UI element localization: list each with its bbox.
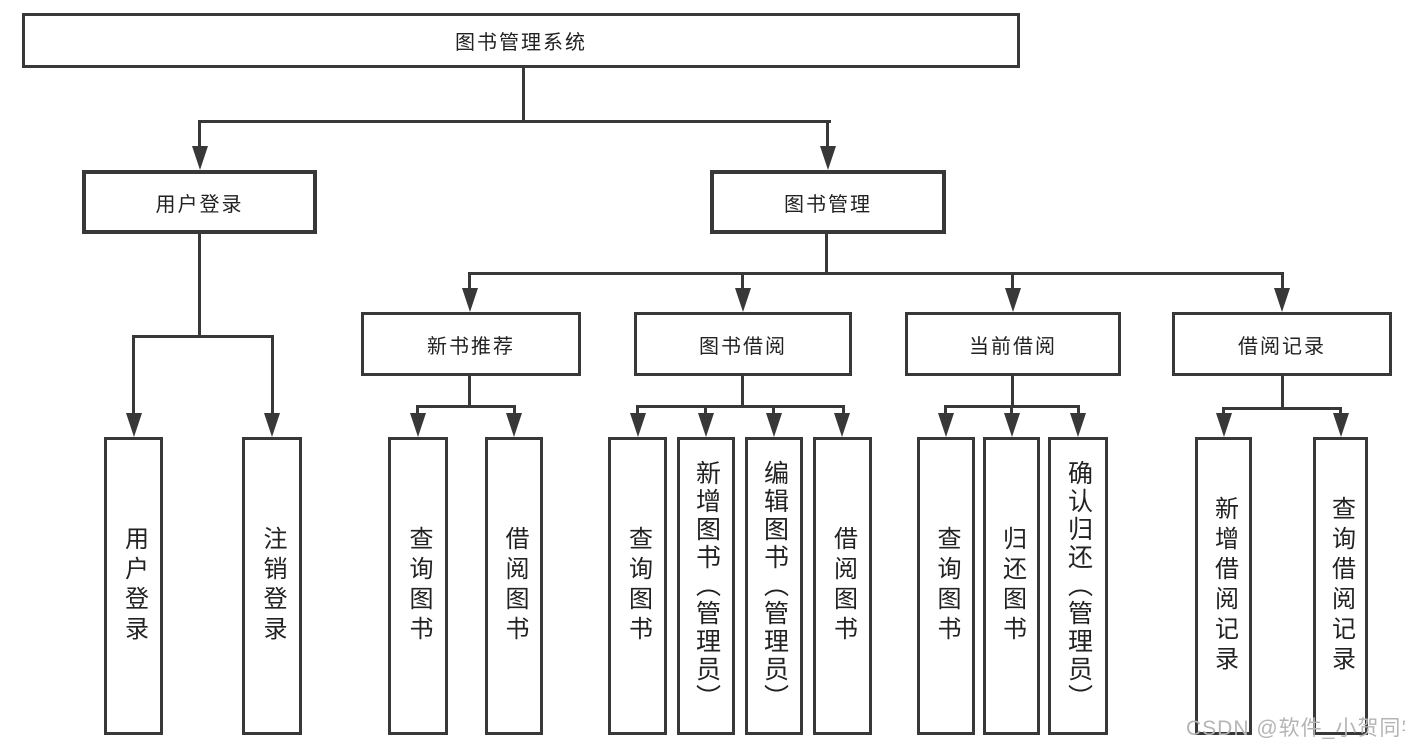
connector-arrowhead — [834, 413, 850, 437]
connector-arrowhead — [192, 146, 208, 170]
connector-arrowhead — [1070, 413, 1086, 437]
leaf-borrow-books-recommend: 借阅图书 — [485, 437, 543, 735]
connector-line — [522, 68, 525, 123]
node-book-borrow: 图书借阅 — [634, 312, 852, 376]
connector-line — [468, 272, 1284, 275]
node-root: 图书管理系统 — [22, 13, 1020, 68]
connector-arrowhead — [506, 413, 522, 437]
connector-line — [1222, 407, 1225, 415]
leaf-borrow-books-borrow: 借阅图书 — [813, 437, 872, 735]
connector-arrowhead — [1274, 288, 1290, 312]
connector-arrowhead — [410, 413, 426, 437]
connector-line — [416, 405, 516, 408]
connector-line — [826, 120, 829, 148]
connector-line — [1222, 407, 1342, 410]
leaf-query-borrow-record-label: 查询借阅记录 — [1327, 496, 1355, 676]
node-book-borrow-label: 图书借阅 — [699, 335, 787, 358]
connector-line — [1281, 272, 1284, 290]
leaf-edit-book-admin: 编辑图书（管理员） — [745, 437, 803, 735]
connector-line — [825, 234, 828, 275]
connector-arrowhead — [1005, 288, 1021, 312]
connector-line — [468, 272, 471, 290]
node-current-borrow-label: 当前借阅 — [969, 335, 1057, 358]
leaf-add-book-admin-label: 新增图书（管理员） — [692, 460, 721, 712]
leaf-logout: 注销登录 — [242, 437, 302, 735]
connector-arrowhead — [1333, 413, 1349, 437]
connector-line — [1281, 376, 1284, 410]
leaf-add-borrow-record: 新增借阅记录 — [1195, 437, 1252, 735]
connector-arrowhead — [462, 288, 478, 312]
node-book-management-label: 图书管理 — [784, 193, 872, 216]
node-new-book-recommend-label: 新书推荐 — [427, 335, 515, 358]
leaf-query-borrow-record: 查询借阅记录 — [1313, 437, 1368, 735]
node-borrow-records-label: 借阅记录 — [1238, 335, 1326, 358]
connector-arrowhead — [820, 146, 836, 170]
leaf-edit-book-admin-label: 编辑图书（管理员） — [760, 460, 789, 712]
connector-line — [198, 120, 831, 123]
connector-line — [1077, 405, 1080, 415]
leaf-user-login-label: 用户登录 — [120, 526, 148, 646]
connector-line — [741, 376, 744, 408]
node-borrow-records: 借阅记录 — [1172, 312, 1392, 376]
node-user-login: 用户登录 — [82, 170, 317, 234]
leaf-user-login: 用户登录 — [104, 437, 163, 735]
connector-line — [636, 405, 639, 415]
connector-line — [772, 405, 775, 415]
connector-line — [468, 376, 471, 408]
connector-line — [132, 335, 135, 415]
node-new-book-recommend: 新书推荐 — [361, 312, 581, 376]
leaf-borrow-books-recommend-label: 借阅图书 — [501, 526, 528, 646]
leaf-query-books-borrow: 查询图书 — [608, 437, 667, 735]
connector-line — [1010, 405, 1013, 415]
watermark: CSDN @软件_小贺同学 — [1186, 717, 1405, 740]
leaf-query-books-borrow-label: 查询图书 — [624, 526, 652, 646]
connector-line — [944, 405, 947, 415]
leaf-query-books-recommend: 查询图书 — [388, 437, 448, 735]
node-user-login-label: 用户登录 — [155, 193, 244, 216]
connector-line — [271, 335, 274, 415]
connector-arrowhead — [1004, 413, 1020, 437]
node-root-label: 图书管理系统 — [455, 32, 587, 54]
leaf-query-books-current-label: 查询图书 — [933, 526, 960, 646]
leaf-confirm-return-admin: 确认归还（管理员） — [1048, 437, 1108, 735]
connector-line — [842, 405, 845, 415]
leaf-return-book: 归还图书 — [983, 437, 1040, 735]
connector-arrowhead — [938, 413, 954, 437]
leaf-add-book-admin: 新增图书（管理员） — [677, 437, 735, 735]
connector-arrowhead — [264, 413, 280, 437]
leaf-add-borrow-record-label: 新增借阅记录 — [1210, 496, 1238, 676]
leaf-query-books-current: 查询图书 — [917, 437, 975, 735]
connector-line — [513, 405, 516, 415]
connector-line — [704, 405, 707, 415]
connector-arrowhead — [126, 413, 142, 437]
connector-line — [1339, 407, 1342, 415]
node-current-borrow: 当前借阅 — [905, 312, 1121, 376]
connector-arrowhead — [735, 288, 751, 312]
connector-line — [741, 272, 744, 290]
leaf-query-books-recommend-label: 查询图书 — [405, 526, 432, 646]
leaf-return-book-label: 归还图书 — [998, 526, 1026, 646]
connector-line — [132, 335, 274, 338]
connector-line — [198, 234, 201, 338]
connector-line — [1011, 376, 1014, 408]
connector-arrowhead — [630, 413, 646, 437]
connector-arrowhead — [698, 413, 714, 437]
connector-arrowhead — [1216, 413, 1232, 437]
connector-line — [1011, 272, 1014, 290]
leaf-confirm-return-admin-label: 确认归还（管理员） — [1064, 460, 1093, 712]
connector-line — [636, 405, 845, 408]
node-book-management: 图书管理 — [710, 170, 946, 234]
connector-line — [198, 120, 201, 148]
connector-arrowhead — [766, 413, 782, 437]
leaf-logout-label: 注销登录 — [259, 526, 286, 646]
leaf-borrow-books-borrow-label: 借阅图书 — [829, 526, 857, 646]
connector-line — [416, 405, 419, 415]
